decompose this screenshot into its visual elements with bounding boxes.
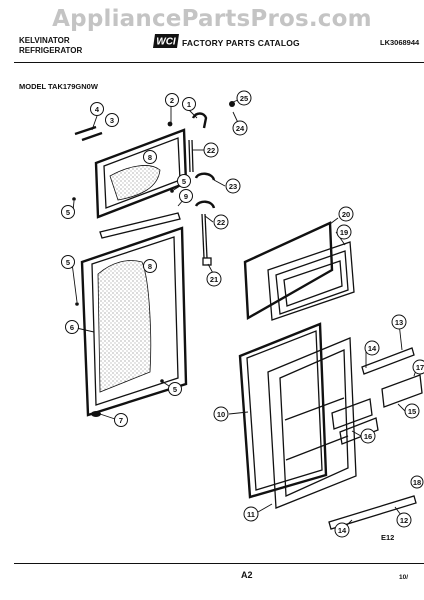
freezer-gasket-strip	[99, 212, 181, 239]
svg-text:24: 24	[236, 124, 245, 133]
svg-text:21: 21	[210, 275, 218, 284]
fresh-food-liner	[238, 322, 328, 499]
brand-name: KELVINATOR	[19, 36, 70, 45]
callout-15: 15	[404, 403, 420, 419]
svg-text:20: 20	[342, 210, 350, 219]
callout-25: 25	[236, 90, 252, 106]
model-label: MODEL TAK179GN0W	[19, 82, 98, 91]
callout-14-lower: 14	[334, 522, 350, 538]
header-rule	[14, 62, 424, 63]
svg-text:8: 8	[148, 262, 152, 271]
callout-9: 9	[179, 189, 193, 203]
callout-8: 8	[143, 150, 157, 164]
revision-date: 10/	[399, 574, 409, 581]
wci-logo-icon: WCI	[153, 34, 179, 48]
watermark-text: AppliancePartsPros.com	[52, 6, 372, 32]
header-left: KELVINATOR REFRIGERATOR	[19, 36, 82, 56]
svg-text:13: 13	[395, 318, 403, 327]
callout-20: 20	[338, 206, 354, 222]
callout-5-bottom: 5	[168, 382, 182, 396]
svg-text:19: 19	[340, 228, 348, 237]
callout-10: 10	[213, 406, 229, 422]
callout-13: 13	[391, 314, 407, 330]
callout-22-lower: 22	[213, 214, 229, 230]
svg-text:25: 25	[240, 94, 248, 103]
callout-24: 24	[232, 120, 248, 136]
callout-18: 18	[410, 475, 424, 489]
svg-text:3: 3	[110, 116, 114, 125]
svg-text:14: 14	[368, 344, 377, 353]
svg-text:WCI: WCI	[156, 37, 176, 48]
catalog-code: LK3068944	[380, 38, 420, 47]
svg-text:22: 22	[207, 146, 215, 155]
freezer-inner-liner	[243, 221, 355, 321]
svg-text:23: 23	[229, 182, 237, 191]
svg-text:7: 7	[119, 416, 123, 425]
callout-23: 23	[225, 178, 241, 194]
page-number: A2	[241, 570, 253, 580]
svg-text:15: 15	[408, 407, 416, 416]
svg-text:10: 10	[217, 410, 225, 419]
fresh-food-inner-door	[267, 337, 357, 509]
callout-7: 7	[114, 413, 128, 427]
callout-19: 19	[336, 224, 352, 240]
hinge-assembly	[188, 112, 216, 266]
svg-text:14: 14	[338, 526, 347, 535]
callout-6: 6	[65, 320, 79, 334]
callout-5-mid: 5	[61, 255, 75, 269]
svg-text:2: 2	[170, 96, 174, 105]
callout-5: 5	[177, 174, 191, 188]
fresh-food-door	[80, 226, 188, 417]
callout-1: 1	[182, 97, 196, 111]
callout-11: 11	[243, 506, 259, 522]
svg-text:5: 5	[66, 258, 70, 267]
callout-12: 12	[396, 512, 412, 528]
category-name: REFRIGERATOR	[19, 46, 83, 55]
callout-2: 2	[165, 93, 179, 107]
svg-text:4: 4	[95, 105, 100, 114]
svg-text:22: 22	[217, 218, 225, 227]
svg-text:5: 5	[173, 385, 177, 394]
callout-8-lower: 8	[143, 259, 157, 273]
svg-text:18: 18	[413, 478, 421, 487]
svg-text:16: 16	[364, 432, 372, 441]
callout-3: 3	[105, 113, 119, 127]
svg-text:5: 5	[182, 177, 186, 186]
callout-4: 4	[90, 102, 104, 116]
catalog-title: FACTORY PARTS CATALOG	[182, 38, 300, 48]
footer-rule	[14, 563, 424, 564]
callout-17: 17	[412, 359, 424, 375]
freezer-door	[94, 128, 188, 219]
callout-21: 21	[206, 271, 222, 287]
svg-text:8: 8	[148, 153, 152, 162]
callout-5-left: 5	[61, 205, 75, 219]
svg-text:17: 17	[416, 363, 424, 372]
figure-code: E12	[381, 533, 395, 542]
callout-16: 16	[360, 428, 376, 444]
callout-14: 14	[364, 340, 380, 356]
door-shelves	[328, 347, 423, 530]
svg-text:9: 9	[184, 192, 188, 201]
leader-lines	[71, 99, 418, 531]
svg-text:5: 5	[66, 208, 70, 217]
svg-text:1: 1	[187, 100, 191, 109]
callout-22: 22	[203, 142, 219, 158]
svg-text:6: 6	[70, 323, 74, 332]
svg-text:11: 11	[247, 510, 255, 519]
svg-text:12: 12	[400, 516, 408, 525]
